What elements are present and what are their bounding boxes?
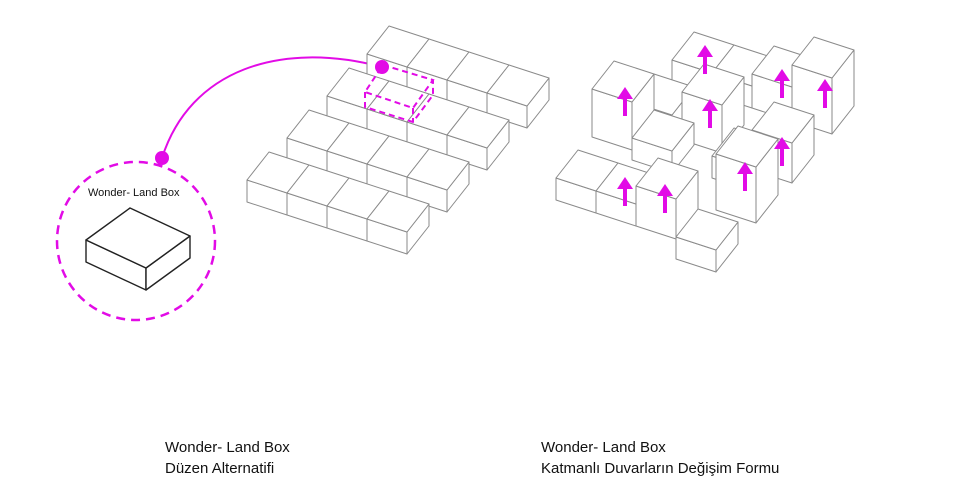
left-grid-box <box>486 64 550 129</box>
caption-right-title: Wonder- Land Box <box>541 439 666 456</box>
up-arrow-icon <box>617 87 633 116</box>
inset-box <box>85 207 191 291</box>
connector-dot-start <box>155 151 169 165</box>
caption-left-subtitle: Düzen Alternatifi <box>165 460 275 477</box>
up-arrow-icon <box>774 69 790 98</box>
right-grid-box <box>715 125 779 224</box>
connector-dot-end <box>375 60 389 74</box>
inset-label: Wonder- Land Box <box>88 187 180 199</box>
up-arrow-icon <box>774 137 790 166</box>
caption-right-subtitle: Katmanlı Duvarların Değişim Formu <box>541 460 780 477</box>
caption-left-title: Wonder- Land Box <box>165 439 290 456</box>
inset-circle <box>55 160 217 322</box>
caption-left: Wonder- Land Box Düzen Alternatifi <box>165 437 290 479</box>
right-grid-box <box>675 208 739 273</box>
up-arrow-icon <box>817 79 833 108</box>
left-grid-box <box>406 148 470 213</box>
left-grid-box <box>366 190 430 255</box>
up-arrow-icon <box>697 45 713 74</box>
caption-right: Wonder- Land Box Katmanlı Duvarların Değ… <box>541 437 779 479</box>
right-box-grid <box>555 31 855 273</box>
upward-arrows <box>617 45 833 213</box>
up-arrow-icon <box>737 162 753 191</box>
up-arrow-icon <box>702 99 718 128</box>
up-arrow-icon <box>617 177 633 206</box>
connector-arc <box>161 56 383 159</box>
highlighted-cell <box>363 63 435 124</box>
up-arrow-icon <box>657 184 673 213</box>
left-grid-box <box>446 106 510 171</box>
left-box-grid <box>246 25 550 255</box>
